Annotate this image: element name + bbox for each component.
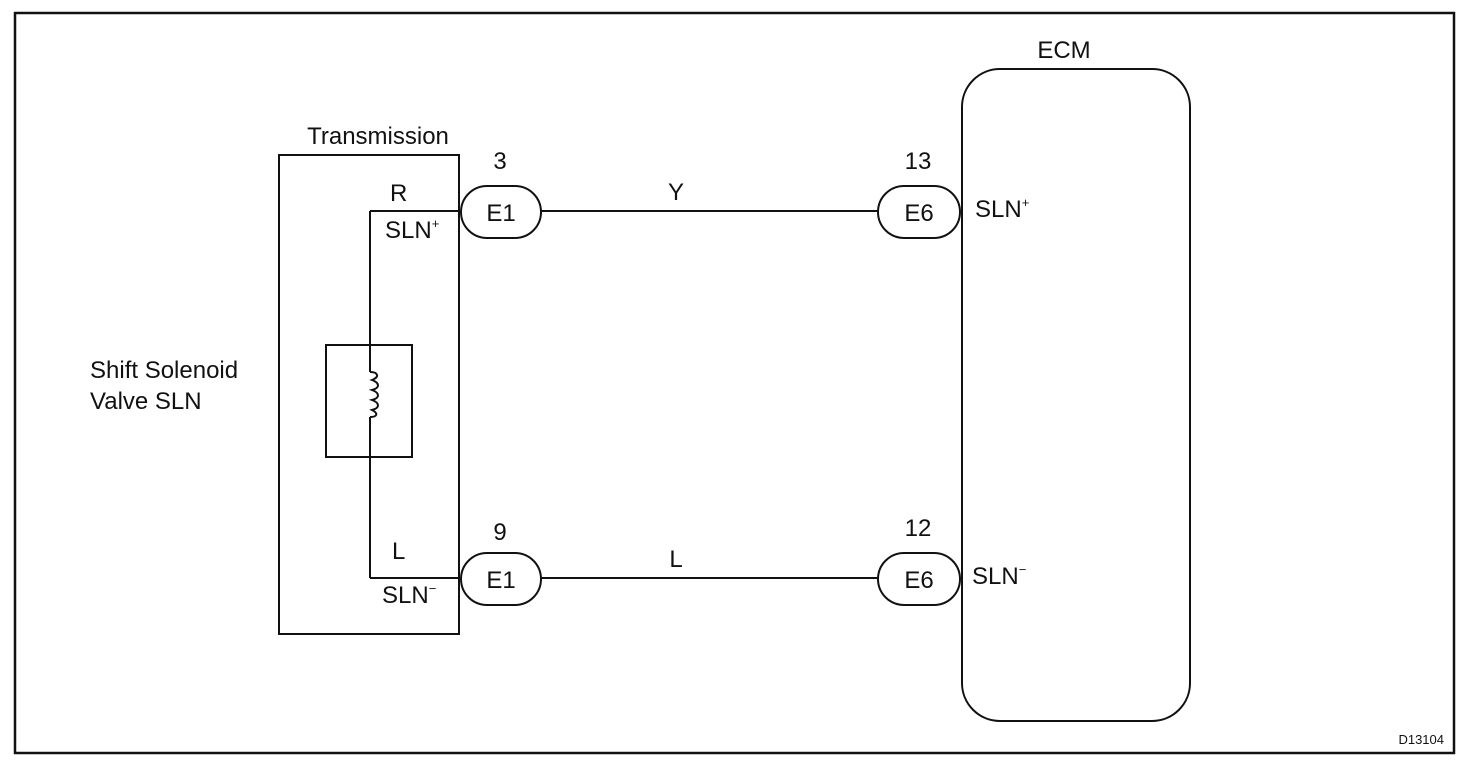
bottom-trans-terminal: SLN− [382, 581, 436, 609]
ecm-terminal-top: SLN+ [975, 195, 1029, 223]
bottom-trans-pin-color: L [392, 538, 405, 565]
solenoid-label-line1: Shift Solenoid [90, 357, 238, 384]
top-trans-terminal-sup: + [432, 216, 440, 231]
connector-e1-top-label: E1 [486, 200, 515, 227]
ecm-terminal-bottom-sup: − [1019, 562, 1027, 577]
top-trans-terminal: SLN+ [385, 216, 439, 244]
connector-e6-bottom [877, 552, 961, 606]
bottom-trans-terminal-sup: − [429, 581, 437, 596]
connector-e1-bottom-pin: 9 [493, 519, 506, 546]
connector-e6-top-label: E6 [904, 200, 933, 227]
diagram-frame [13, 11, 1456, 755]
connector-e6-bottom-pin: 12 [905, 515, 932, 542]
connector-e1-top-pin: 3 [493, 148, 506, 175]
ecm-box [961, 68, 1191, 722]
ecm-terminal-bottom: SLN− [972, 562, 1026, 590]
coil-icon [368, 371, 379, 418]
transmission-box [278, 154, 460, 635]
wire-bottom-color: L [669, 546, 682, 573]
transmission-label: Transmission [307, 123, 449, 150]
connector-e6-top-pin: 13 [905, 148, 932, 175]
ecm-label: ECM [1037, 37, 1090, 64]
top-trans-pin-color: R [390, 180, 407, 207]
connector-e6-top [877, 185, 961, 239]
connector-e1-bottom-label: E1 [486, 567, 515, 594]
wire-top-color: Y [668, 179, 684, 206]
solenoid-label-line2: Valve SLN [90, 388, 202, 415]
solenoid-valve-box [325, 344, 413, 458]
connector-e6-bottom-label: E6 [904, 567, 933, 594]
figure-id: D13104 [1398, 732, 1444, 747]
ecm-terminal-top-sup: + [1022, 195, 1030, 210]
